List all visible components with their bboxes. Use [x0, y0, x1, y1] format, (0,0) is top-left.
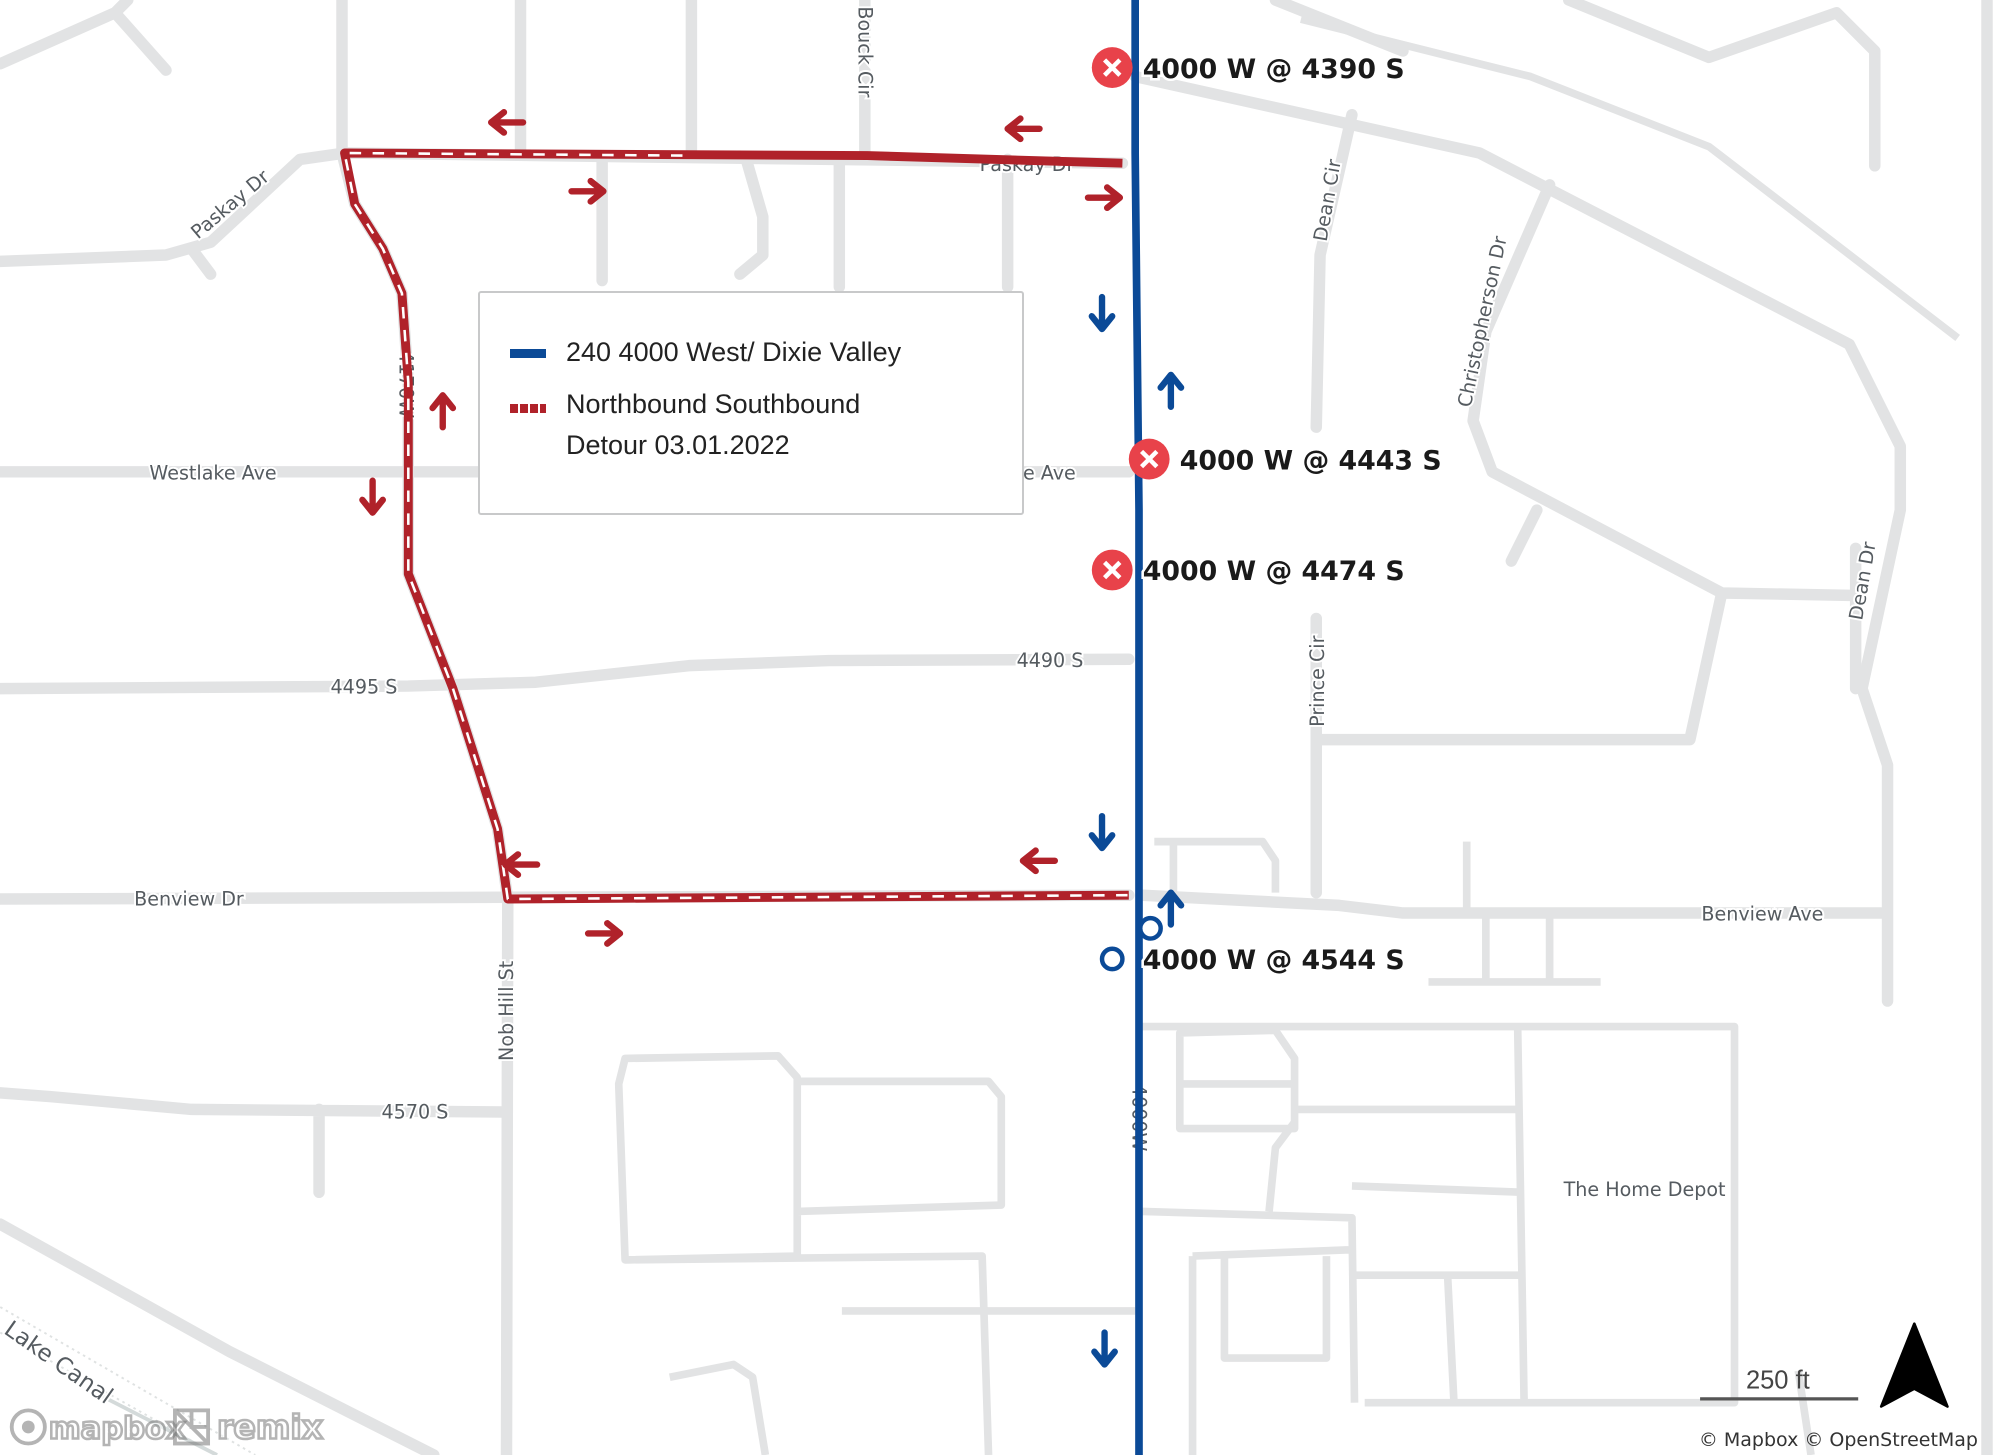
arrow-down-icon — [1088, 293, 1116, 333]
closed-stop-marker — [1091, 47, 1133, 88]
open-stop-marker — [1099, 946, 1125, 972]
detour-route[interactable] — [340, 148, 1129, 904]
arrow-down-icon — [359, 477, 386, 516]
svg-text:mapbox: mapbox — [49, 1411, 186, 1446]
svg-text:250 ft: 250 ft — [1746, 1367, 1810, 1395]
street-label: Westlake Ave — [149, 461, 276, 484]
arrow-right-icon — [584, 920, 624, 947]
arrow-left-icon — [1019, 847, 1059, 875]
arrow-right-icon — [568, 177, 607, 205]
direction-arrows — [359, 109, 1185, 1368]
stop-markers[interactable]: 4000 W @ 4390 S 4000 W @ 4443 S 4000 W @… — [1091, 47, 1444, 979]
stop-label: 4000 W @ 4443 S — [1180, 445, 1442, 476]
bus-route-line[interactable] — [1131, 0, 1143, 1455]
arrow-up-icon — [1157, 889, 1185, 928]
arrow-left-icon — [1004, 115, 1043, 143]
street-label: 4490 S — [1017, 649, 1084, 672]
arrow-left-icon — [502, 851, 541, 878]
legend-swatch-dashed — [510, 404, 546, 413]
legend-swatch-solid — [510, 349, 546, 358]
stop-label: 4000 W @ 4544 S — [1143, 945, 1405, 976]
arrow-up-icon — [1157, 371, 1185, 410]
arrow-down-icon — [1091, 1329, 1118, 1368]
scale-bar: 250 ft — [1700, 1367, 1859, 1401]
poi-label: The Home Depot — [1563, 1178, 1726, 1201]
street-label: Bouck Cir — [853, 6, 876, 97]
mapbox-logo: mapbox — [9, 1408, 187, 1448]
street-label: Benview Dr — [134, 887, 244, 910]
canal-label: Lake Canal — [0, 1316, 117, 1409]
street-label: Prince Cir — [1306, 635, 1329, 726]
street-label: 4495 S — [331, 676, 398, 699]
stop-label: 4000 W @ 4390 S — [1143, 54, 1405, 85]
street-label: Dean Cir — [1309, 157, 1346, 243]
street-label: Benview Ave — [1701, 903, 1823, 926]
arrow-right-icon — [1084, 184, 1124, 212]
legend-label: 240 4000 West/ Dixie Valley — [566, 337, 902, 367]
legend-label: Detour 03.01.2022 — [566, 430, 790, 460]
remix-logo: remix — [173, 1406, 324, 1448]
map-legend: 240 4000 West/ Dixie Valley Northbound S… — [478, 291, 1024, 515]
stop-label: 4000 W @ 4474 S — [1143, 556, 1405, 587]
legend-label: Northbound Southbound — [566, 389, 861, 419]
legend-item-route: 240 4000 West/ Dixie Valley — [510, 337, 901, 368]
attribution[interactable]: © Mapbox © OpenStreetMap — [1698, 1429, 1978, 1451]
closed-stop-marker — [1091, 549, 1133, 591]
arrow-left-icon — [488, 109, 527, 136]
closed-stop-marker — [1128, 438, 1170, 480]
arrow-up-icon — [429, 392, 457, 431]
legend-item-detour: Northbound Southbound Detour 03.01.2022 — [510, 389, 860, 466]
arrow-down-icon — [1088, 812, 1116, 852]
street-label: 4570 S — [382, 1100, 449, 1123]
street-label: e Ave — [1023, 461, 1076, 484]
street-label: Nob Hill St — [495, 960, 518, 1061]
north-arrow-icon — [1879, 1322, 1949, 1408]
svg-text:remix: remix — [217, 1407, 323, 1446]
open-stop-marker — [1138, 915, 1163, 941]
